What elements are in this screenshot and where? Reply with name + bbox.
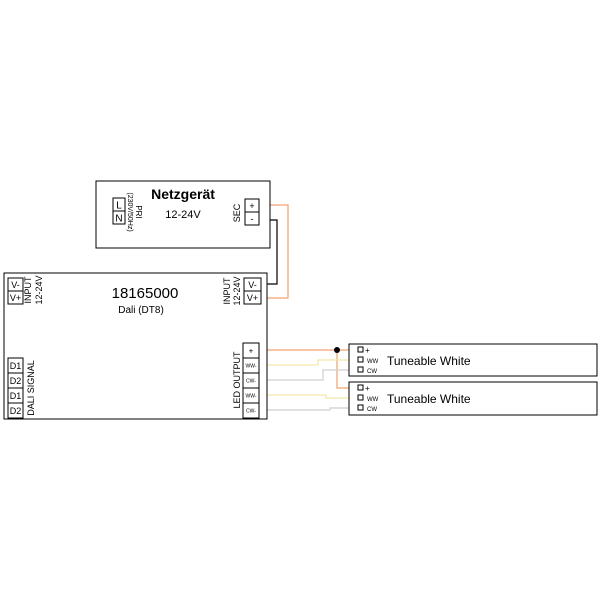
load-1-pin-plus-box: [357, 346, 364, 353]
load-1-pin-cw-box: [357, 366, 364, 373]
load-2-pin-ww: WW: [367, 397, 379, 403]
load-1-pin-plus: +: [365, 346, 370, 355]
controller-box: [3, 272, 268, 420]
led-terminal-ww2-label: WW-: [245, 394, 256, 400]
load-1-box: [348, 343, 598, 377]
led-output-label: LED OUTPUT: [232, 351, 242, 409]
wires: [259, 204, 355, 411]
psu-pri-spec: (230V/50Hz): [126, 192, 133, 231]
led-terminal-ww1-label: WW-: [245, 364, 256, 370]
load-2-pin-cw-box: [357, 404, 364, 411]
load-1-pin-ww: WW: [367, 359, 379, 365]
power-supply: Netzgerät 12-24V L N PRI (230V/50Hz) SEC…: [95, 180, 271, 249]
psu-pri-terminal-l-label: L: [116, 201, 122, 212]
wire-cw2: [259, 407, 355, 411]
input-left-terminal-vminus-label: V-: [11, 280, 20, 290]
psu-pri-terminal-n-label: N: [115, 214, 122, 225]
psu-pri-terminal-n: [112, 210, 126, 225]
psu-sec-terminal-minus-label: -: [251, 214, 254, 224]
load-1-pin-ww-box: [357, 356, 364, 363]
input-left-label: INPUT: [23, 276, 33, 304]
controller-title: 18165000: [112, 285, 179, 302]
dali-terminal-d2-b-label: D2: [10, 406, 22, 416]
wire-psu-positive: [262, 204, 289, 299]
input-left-terminal-vplus-label: V+: [10, 293, 21, 303]
load-1-pin-cw: CW: [367, 369, 377, 375]
dali-terminal-d1-b-label: D1: [10, 391, 22, 401]
input-right-voltage: 12-24V: [232, 276, 242, 305]
psu-sec-label: SEC: [232, 203, 242, 222]
dali-terminal-d2-a-label: D2: [10, 376, 22, 386]
led-terminal-plus-label: +: [249, 347, 254, 356]
load-2-pin-plus: +: [365, 384, 370, 393]
load-2-pin-plus-box: [357, 384, 364, 391]
load-1-name: Tuneable White: [387, 354, 471, 368]
input-right-label: INPUT: [222, 277, 232, 305]
input-left-voltage: 12-24V: [34, 275, 44, 304]
led-terminal-cw1-label: CW-: [246, 379, 256, 385]
load-1: + WW CW Tuneable White: [348, 343, 598, 377]
controller-subtitle: Dali (DT8): [118, 305, 164, 316]
dali-signal-label: DALI SIGNAL: [26, 360, 36, 416]
psu-sec-terminal-plus-label: +: [249, 201, 254, 211]
psu-pri-label: PRI: [134, 205, 143, 218]
psu-voltage: 12-24V: [165, 209, 201, 221]
psu-title: Netzgerät: [151, 186, 215, 202]
wire-ww2: [259, 394, 355, 399]
load-2-pin-cw: CW: [367, 407, 377, 413]
load-2-name: Tuneable White: [387, 392, 471, 406]
led-terminal-cw2: [242, 402, 260, 419]
input-right-terminal-vplus-label: V+: [247, 293, 258, 303]
dali-terminal-d2-b: [7, 402, 24, 419]
input-left-terminal-vplus: [7, 290, 24, 305]
wire-ww1: [259, 359, 355, 366]
dali-terminal-d1-a-label: D1: [10, 361, 22, 371]
load-2-pin-ww-box: [357, 394, 364, 401]
input-right-terminal-vplus: [243, 290, 262, 305]
psu-sec-terminal-minus: [244, 211, 260, 226]
load-2-box: [348, 381, 598, 416]
input-right-terminal-vminus-label: V-: [248, 280, 257, 290]
load-2: + WW CW Tuneable White: [348, 381, 598, 416]
wire-junction: [334, 347, 340, 353]
controller: 18165000 Dali (DT8) V- V+ INPUT 12-24V I…: [3, 272, 268, 420]
led-terminal-cw2-label: CW-: [246, 409, 256, 415]
wire-cw1: [259, 369, 355, 381]
